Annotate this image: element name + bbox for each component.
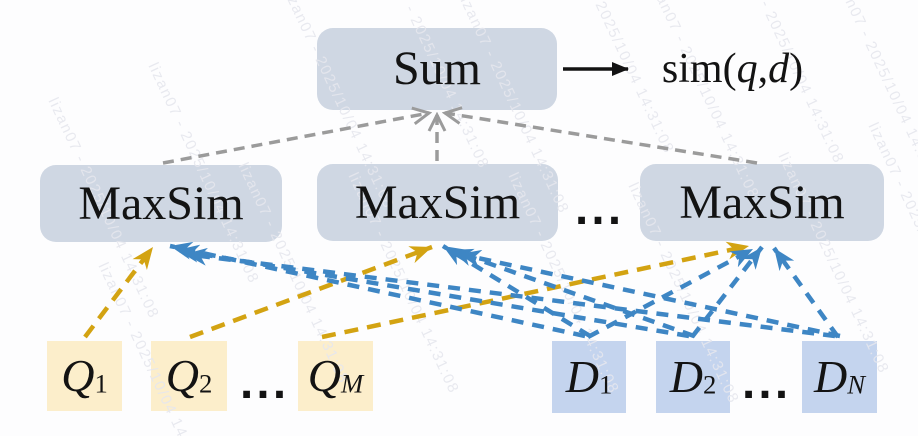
doc-token-box-n [802,341,877,413]
token-subscript: 1 [598,369,613,400]
sum-label: Sum [392,42,482,95]
edge-d2-maxsim1 [176,244,690,339]
token-subscript: 2 [198,368,213,399]
token-base: D [813,351,848,402]
edge-dn-maxsim3 [772,246,840,339]
formula-doc-var: d [768,46,790,92]
edge-q2-maxsim2 [189,244,433,340]
maxsim-ellipsis: ... [574,189,624,233]
edge-dn-maxsim2 [458,249,841,339]
maxsim1-label: MaxSim [78,176,244,230]
query-token-box-1 [47,341,122,411]
edge-maxsim1-sum [162,113,429,165]
token-subscript: 1 [94,368,108,399]
token-base: D [669,351,703,402]
token-base: Q [307,350,341,401]
formula-suffix: ) [789,46,804,92]
maxsim3-box [640,164,884,241]
edge-q1-maxsim1 [83,245,155,339]
edge-d1-maxsim1 [169,241,586,339]
doc-ellipsis: ... [741,363,791,407]
maxsim3-label: MaxSim [679,175,845,229]
token-subscript: N [847,369,866,400]
formula-query-var: q [736,46,758,92]
token-base: Q [61,350,95,401]
maxsim2-label: MaxSim [354,175,521,229]
token-subscript: M [341,368,364,399]
query-ellipsis: ... [239,363,289,407]
doc-token-box-1 [552,341,626,413]
edge-d1-maxsim3 [586,247,755,339]
maxsim1-box [40,165,282,242]
token-subscript: 2 [702,369,717,400]
output-formula: sim(q, d) [640,44,825,94]
token-base: Q [165,350,199,401]
formula-prefix: sim( [661,46,737,92]
maxsim2-box [317,164,558,241]
query-token-box-2 [151,341,227,411]
edge-d2-maxsim3 [690,245,764,339]
formula-comma: , [757,46,769,92]
query-token-box-m [298,341,373,411]
token-base: D [565,351,599,402]
edge-d2-maxsim2 [450,247,695,339]
edge-dn-maxsim1 [184,247,836,339]
edge-d1-maxsim2 [441,244,592,338]
doc-token-box-2 [656,341,730,413]
edge-qm-maxsim3 [321,241,750,340]
sum-box [317,28,557,110]
